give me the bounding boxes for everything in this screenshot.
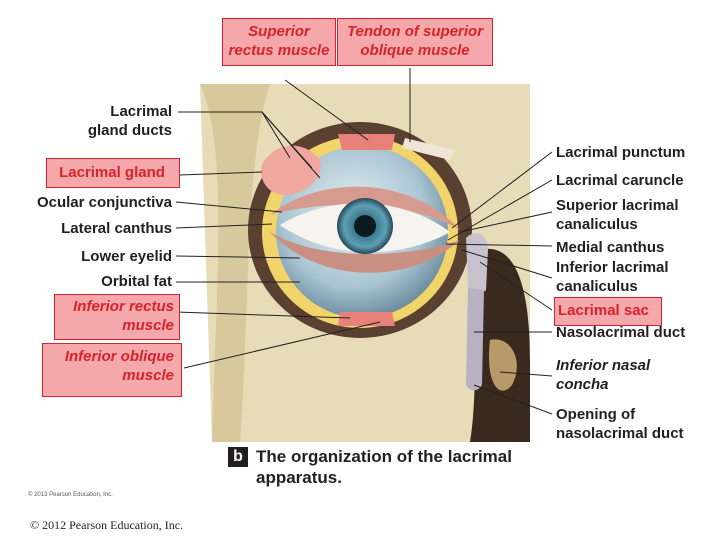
opening-nasolacrimal-duct-label: Opening of nasolacrimal duct bbox=[556, 406, 684, 442]
superior-lacrimal-canaliculus-label: Superior lacrimal canaliculus bbox=[556, 197, 679, 233]
lacrimal-gland-label: Lacrimal gland bbox=[59, 164, 165, 181]
small-copyright: © 2013 Pearson Education, Inc. bbox=[28, 492, 113, 498]
ocular-conjunctiva-label: Ocular conjunctiva bbox=[36, 194, 172, 211]
inferior-oblique-box bbox=[42, 343, 182, 397]
inferior-rectus-box bbox=[54, 294, 180, 340]
figure-caption: The organization of the lacrimal apparat… bbox=[256, 446, 546, 488]
medial-canthus-label: Medial canthus bbox=[556, 239, 665, 256]
lateral-canthus-label: Lateral canthus bbox=[61, 220, 172, 237]
figure-caption-text: The organization of the lacrimal apparat… bbox=[256, 447, 512, 487]
concha-bone bbox=[489, 339, 517, 391]
orbital-fat-label: Orbital fat bbox=[101, 273, 172, 290]
nasolacrimal-duct-shape bbox=[466, 288, 484, 391]
nasolacrimal-duct-label: Nasolacrimal duct bbox=[556, 324, 686, 341]
lower-eyelid-label: Lower eyelid bbox=[81, 248, 172, 265]
inferior-nasal-concha-label: Inferior nasal concha bbox=[556, 357, 651, 393]
lacrimal-sac bbox=[466, 233, 488, 294]
lacrimal-gland-box bbox=[46, 158, 180, 188]
superior-rectus-label: Superior rectus muscle bbox=[228, 23, 330, 59]
inferior-oblique-label: Inferior oblique muscle bbox=[64, 348, 174, 384]
lower-eyelid bbox=[270, 232, 460, 273]
lacrimal-sac-box bbox=[554, 297, 662, 326]
upper-eyelid bbox=[270, 186, 460, 230]
pupil bbox=[354, 215, 376, 237]
leader-lines bbox=[175, 68, 553, 415]
copyright: © 2012 Pearson Education, Inc. bbox=[30, 518, 184, 532]
lacrimal-caruncle-label: Lacrimal caruncle bbox=[556, 172, 684, 189]
superior-rectus-muscle bbox=[338, 134, 395, 150]
tendon-superior-oblique-label: Tendon of superior oblique muscle bbox=[346, 23, 484, 59]
inferior-rectus-label: Inferior rectus muscle bbox=[73, 298, 174, 334]
lacrimal-gland-ducts-label: Lacrimal gland ducts bbox=[87, 103, 172, 139]
lacrimal-gland bbox=[261, 145, 321, 195]
superior-rectus-box bbox=[222, 18, 336, 66]
figure-badge: b bbox=[228, 447, 248, 467]
tendon-superior-oblique-box bbox=[337, 18, 493, 66]
lacrimal-sac-label: Lacrimal sac bbox=[558, 302, 649, 319]
inferior-lacrimal-canaliculus-label: Inferior lacrimal canaliculus bbox=[556, 259, 669, 295]
inferior-rectus-muscle bbox=[338, 312, 395, 326]
lacrimal-punctum-label: Lacrimal punctum bbox=[556, 144, 686, 161]
superior-oblique-tendon bbox=[402, 138, 455, 160]
